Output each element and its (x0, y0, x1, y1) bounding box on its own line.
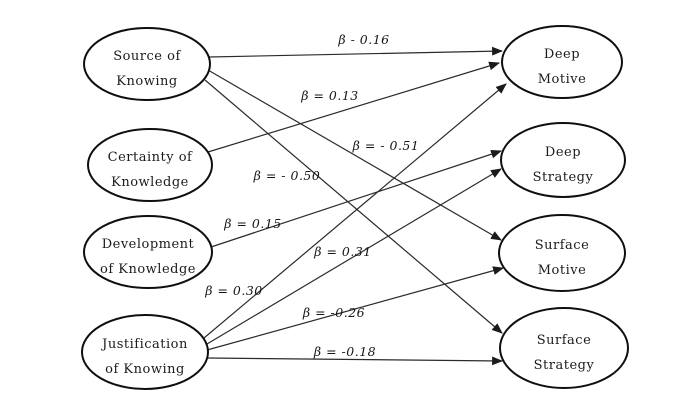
coefficient-source-to-surface-strategy: β = - 0.50 (253, 168, 321, 183)
coefficient-development-to-deep-strategy: β = 0.15 (223, 216, 281, 231)
connector-justification-of-knowing-to-surface-motive (206, 266, 505, 351)
node-label-line2: of Knowledge (100, 262, 196, 277)
node-label-line1: Justification (100, 337, 188, 352)
node-development-of-knowledge: Development of Knowledge (83, 215, 213, 289)
node-label-line2: Strategy (534, 358, 595, 373)
coefficient-justification-to-deep-strategy: β = 0.31 (313, 244, 371, 259)
node-surface-motive: Surface Motive (498, 214, 626, 292)
node-label-line1: Source of (113, 49, 181, 64)
node-source-of-knowing: Source of Knowing (83, 27, 211, 101)
coefficient-justification-to-deep-motive: β = 0.30 (204, 283, 262, 298)
node-label-line2: Motive (538, 263, 587, 278)
coefficient-certainty-to-deep-motive: β = 0.13 (300, 88, 358, 103)
coefficient-justification-to-surface-motive: β = -0.26 (302, 305, 365, 320)
coefficient-source-to-deep-motive: β - 0.16 (337, 32, 389, 47)
connector-source-of-knowing-to-surface-strategy (204, 79, 503, 334)
connector-source-of-knowing-to-deep-motive (208, 46, 504, 58)
node-label-line2: Strategy (533, 170, 594, 185)
connector-justification-of-knowing-to-deep-strategy (206, 168, 502, 345)
connector-justification-of-knowing-to-deep-motive (203, 83, 507, 339)
node-ellipse-surface-strategy (499, 307, 629, 389)
node-deep-motive: Deep Motive (501, 25, 623, 99)
node-ellipse-source-of-knowing (83, 27, 211, 101)
node-ellipse-development-of-knowledge (83, 215, 213, 289)
node-label-line1: Certainty of (108, 150, 193, 165)
connector-certainty-of-knowledge-to-deep-motive (207, 61, 501, 153)
node-ellipse-certainty-of-knowledge (87, 128, 213, 202)
connector-development-of-knowledge-to-deep-strategy (210, 149, 503, 248)
node-certainty-of-knowledge: Certainty of Knowledge (87, 128, 213, 202)
nodes: Source of Knowing Certainty of Knowledge… (81, 25, 629, 390)
path-coefficient-labels: β - 0.16 β = - 0.51 β = - 0.50 β = 0.13 … (204, 32, 419, 359)
connector-justification-of-knowing-to-surface-strategy (206, 356, 504, 366)
node-ellipse-surface-motive (498, 214, 626, 292)
node-deep-strategy: Deep Strategy (500, 122, 626, 198)
node-label-line1: Surface (535, 238, 590, 253)
connector-source-of-knowing-to-surface-motive (207, 69, 502, 241)
node-justification-of-knowing: Justification of Knowing (81, 314, 209, 390)
node-label-line2: Knowing (116, 74, 177, 89)
node-label-line1: Deep (545, 145, 581, 160)
node-label-line2: of Knowing (105, 362, 185, 377)
node-surface-strategy: Surface Strategy (499, 307, 629, 389)
node-label-line1: Deep (544, 47, 580, 62)
coefficient-source-to-surface-motive: β = - 0.51 (352, 138, 420, 153)
coefficient-justification-to-surface-strategy: β = -0.18 (313, 344, 376, 359)
node-label-line1: Development (102, 237, 195, 252)
node-ellipse-deep-motive (501, 25, 623, 99)
connectors (203, 46, 507, 366)
node-label-line2: Motive (538, 72, 587, 87)
node-ellipse-justification-of-knowing (81, 314, 209, 390)
node-label-line2: Knowledge (111, 175, 189, 190)
node-ellipse-deep-strategy (500, 122, 626, 198)
node-label-line1: Surface (537, 333, 592, 348)
